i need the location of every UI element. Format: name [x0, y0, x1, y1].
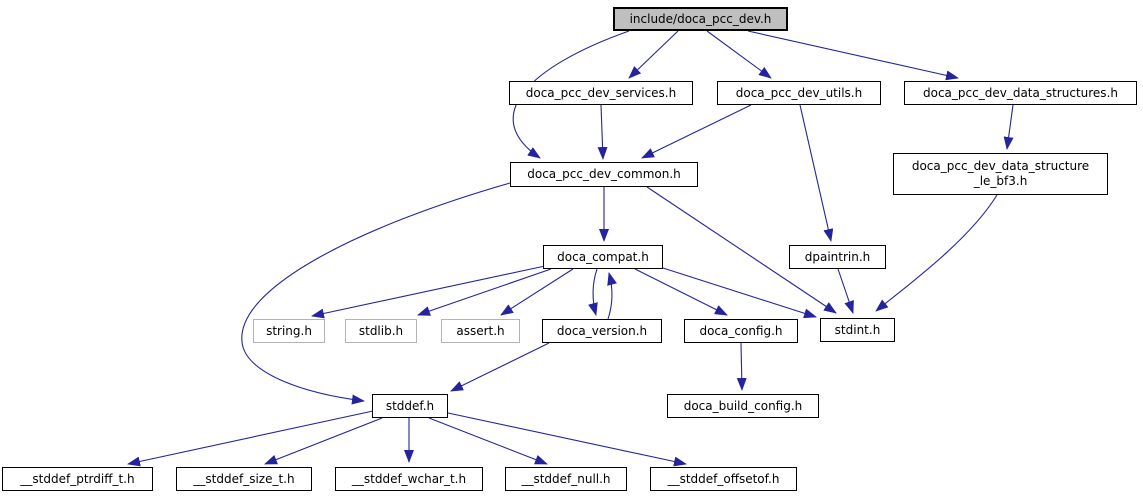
- edge-version-to-compat: [607, 272, 617, 320]
- edge-le-bf3-to-stdint: [875, 194, 998, 312]
- edge-root-to-utils: [706, 30, 772, 79]
- edge-stddef-to-stddef-size: [264, 417, 383, 465]
- edge-common-to-stdint: [646, 186, 837, 314]
- node-assert: assert.h: [441, 319, 520, 343]
- node-stdlib: stdlib.h: [345, 319, 417, 343]
- node-stddef-wchar[interactable]: __stddef_wchar_t.h: [335, 467, 483, 491]
- node-build-config[interactable]: doca_build_config.h: [667, 394, 819, 418]
- edge-utils-to-common: [641, 104, 752, 159]
- edge-config-to-build-config: [736, 342, 747, 391]
- node-stddef-size[interactable]: __stddef_size_t.h: [176, 467, 312, 491]
- edge-compat-to-string: [311, 265, 546, 319]
- node-compat[interactable]: doca_compat.h: [543, 245, 663, 269]
- edge-version-to-stddef: [450, 342, 550, 392]
- node-stddef-ptrdiff[interactable]: __stddef_ptrdiff_t.h: [2, 467, 153, 491]
- node-root: include/doca_pcc_dev.h: [613, 7, 788, 31]
- node-config[interactable]: doca_config.h: [684, 319, 798, 343]
- node-common[interactable]: doca_pcc_dev_common.h: [510, 162, 698, 187]
- node-stddef-offsetof[interactable]: __stddef_offsetof.h: [650, 467, 797, 491]
- edge-root-to-data-structures: [747, 30, 959, 81]
- edge-compat-to-stdlib: [417, 268, 552, 316]
- node-le-bf3[interactable]: doca_pcc_dev_data_structure _le_bf3.h: [893, 153, 1108, 195]
- edge-compat-to-version: [588, 268, 598, 316]
- node-version[interactable]: doca_version.h: [542, 319, 662, 343]
- edge-data-structures-to-le-bf3: [1003, 104, 1014, 150]
- node-dpaintrin[interactable]: dpaintrin.h: [789, 245, 886, 269]
- edge-stddef-to-stddef-offsetof: [447, 412, 687, 467]
- edge-stddef-to-stddef-ptrdiff: [127, 410, 374, 467]
- node-utils[interactable]: doca_pcc_dev_utils.h: [717, 81, 881, 105]
- node-stddef-null[interactable]: __stddef_null.h: [505, 467, 627, 491]
- node-string: string.h: [253, 319, 325, 343]
- node-services[interactable]: doca_pcc_dev_services.h: [509, 81, 693, 105]
- edge-compat-to-config: [634, 268, 728, 316]
- edge-services-to-common: [597, 104, 608, 160]
- edge-dpaintrin-to-stdint: [837, 268, 854, 314]
- node-stddef[interactable]: stddef.h: [372, 394, 448, 418]
- edge-compat-to-assert: [500, 268, 574, 316]
- edge-root-to-services: [628, 30, 679, 79]
- node-stdint[interactable]: stdint.h: [820, 318, 895, 342]
- node-data-structures[interactable]: doca_pcc_dev_data_structures.h: [904, 81, 1137, 105]
- edge-common-to-stddef: [241, 182, 511, 405]
- edge-stddef-to-stddef-null: [428, 417, 548, 465]
- edge-utils-to-dpaintrin: [799, 104, 834, 242]
- edge-compat-to-stdint: [662, 267, 817, 319]
